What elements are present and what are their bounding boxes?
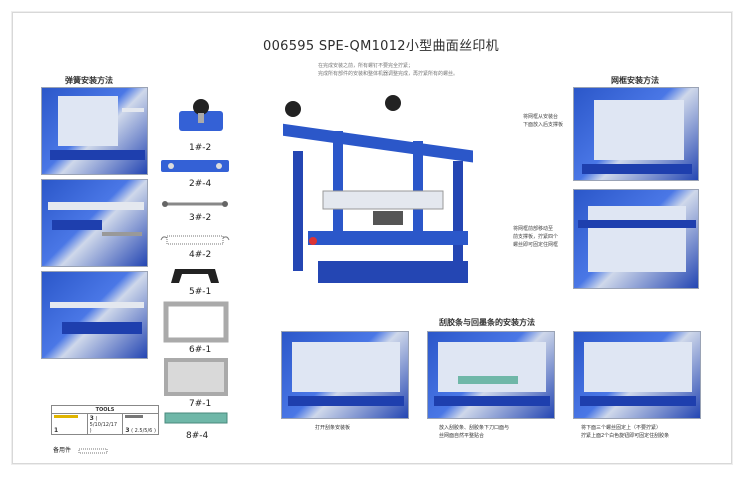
hex-key-icon	[125, 415, 144, 418]
squeegee-caption-3: 将下面三个螺丝固定上（不要拧紧） 拧紧上面2个白色旋钮即可固定住刮胶条	[581, 425, 670, 439]
part-5-handle	[171, 269, 219, 283]
frame-section-heading: 网框安装方法	[611, 76, 659, 85]
part-label-5: 5#-1	[189, 287, 212, 297]
tools-qty: 1	[54, 427, 59, 434]
spring-photo-3	[41, 271, 148, 359]
tools-cell: 3 ( 5/10/12/17 )	[88, 414, 124, 435]
tools-cell: 1	[52, 414, 88, 435]
spare-parts: 备用件	[53, 445, 113, 455]
intro-text: 在完成安装之前，所有螺钉不要完全拧紧； 完成所有部件的安装和整体机器调整完成，再…	[318, 63, 459, 77]
spring-photo-2	[41, 179, 148, 267]
tools-title: TOOLS	[52, 406, 158, 414]
instruction-sheet: 006595 SPE-QM1012小型曲面丝印机 在完成安装之前，所有螺钉不要完…	[12, 12, 732, 464]
part-label-8: 8#-4	[186, 431, 209, 441]
part-6-frame	[163, 301, 229, 343]
frame-note-1: 将网框从安装台 下面放入后支撑板	[523, 114, 564, 128]
squeegee-photo-3	[573, 331, 701, 419]
part-2-plate	[161, 160, 229, 172]
squeegee-caption-1: 打开刮条安装板	[315, 425, 351, 431]
spring-section-heading: 弹簧安装方法	[65, 76, 113, 85]
tools-cell: 3 ( 2.5/5/6 )	[123, 414, 158, 435]
part-1-bracket-knob	[179, 99, 223, 131]
machine-illustration	[283, 95, 473, 283]
part-3-rod	[162, 201, 228, 207]
spare-spring-icon	[78, 448, 108, 453]
frame-photo-1	[573, 87, 699, 181]
screwdriver-icon	[54, 415, 78, 418]
squeegee-section-heading: 刮胶条与回墨条的安装方法	[439, 318, 535, 327]
tools-row: 1 3 ( 5/10/12/17 ) 3 ( 2.5/5/6 )	[52, 414, 158, 435]
page-title: 006595 SPE-QM1012小型曲面丝印机	[263, 39, 499, 54]
squeegee-photo-1	[281, 331, 409, 419]
part-7-screen	[164, 358, 228, 396]
squeegee-caption-2: 放入刮胶条、刮胶条下刀口面与 丝网面自然平整贴合	[439, 425, 510, 439]
frame-photo-2	[573, 189, 699, 289]
part-label-2: 2#-4	[189, 179, 212, 189]
part-label-7: 7#-1	[189, 399, 212, 409]
part-label-3: 3#-2	[189, 213, 212, 223]
spring-photo-1	[41, 87, 148, 175]
tools-table: TOOLS 1 3 ( 5/10/12/17 ) 3 ( 2.5/5/6 )	[51, 405, 159, 435]
part-4-spring	[160, 235, 230, 245]
part-label-1: 1#-2	[189, 143, 212, 153]
frame-note-2: 将网框前部移动至 前支撑板，拧紧四个 螺丝即可固定住网框	[513, 226, 559, 248]
part-label-6: 6#-1	[189, 345, 212, 355]
part-label-4: 4#-2	[189, 250, 212, 260]
squeegee-photo-2	[427, 331, 555, 419]
part-8-squeegee	[164, 412, 228, 424]
